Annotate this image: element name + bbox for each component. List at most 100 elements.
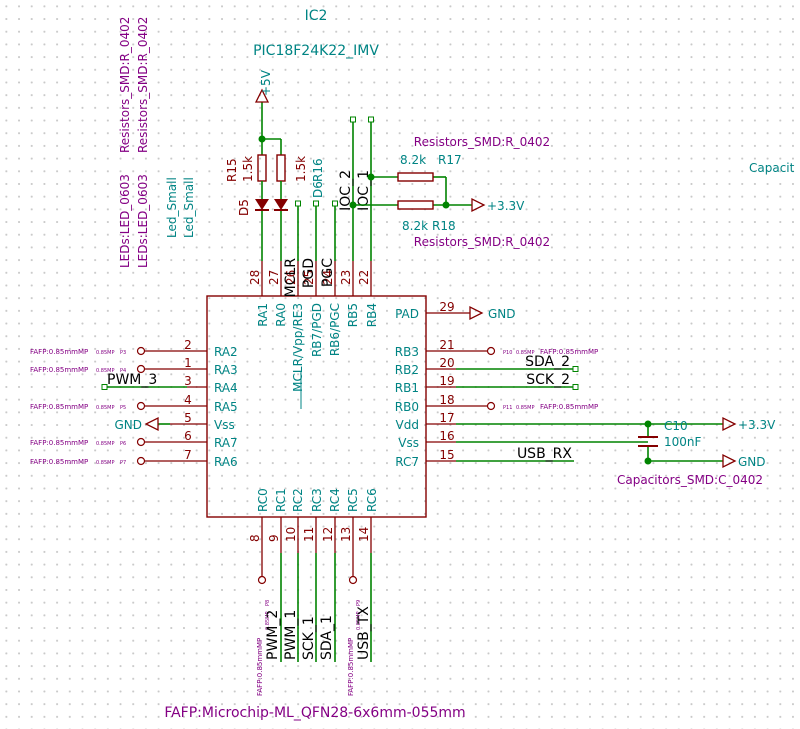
testpoint-footprint: FAFP:0.85mmMP bbox=[30, 403, 88, 411]
d5-led-icon[interactable] bbox=[255, 199, 269, 210]
pin-name: MCLR/Vpp/RE3 bbox=[291, 303, 305, 392]
d6-led-icon[interactable] bbox=[274, 199, 288, 210]
power-symbol-3v3-top bbox=[471, 197, 486, 213]
ic-footprint: FAFP:Microchip-ML_QFN28-6x6mm-055mm bbox=[164, 705, 465, 721]
gnd-label-right: GND bbox=[738, 455, 766, 469]
testpoint-value: 0.85MP bbox=[96, 368, 114, 374]
pin-name: RB5 bbox=[346, 303, 360, 327]
net-label-pwm2[interactable]: PWM_2 bbox=[265, 610, 281, 660]
net-label-pgc[interactable]: PGC bbox=[320, 258, 336, 287]
left-testpoints[interactable] bbox=[136, 346, 146, 466]
pin-name: RB6/PGC bbox=[328, 303, 342, 356]
power-label-5v: +5V bbox=[259, 69, 273, 96]
testpoint-value: 0.85MP bbox=[356, 612, 362, 630]
testpoint-footprint: FAFP:0.85mmMP bbox=[347, 638, 355, 696]
net-label-pwm1[interactable]: PWM_1 bbox=[283, 610, 299, 660]
pin-name: RA2 bbox=[214, 345, 238, 359]
c10-reference: C10 bbox=[664, 419, 688, 433]
r17-reference: R17 bbox=[438, 153, 462, 167]
ic-value: PIC18F24K22_IMV bbox=[253, 43, 379, 59]
junction-dot bbox=[367, 173, 375, 181]
pin-number: 4 bbox=[184, 393, 192, 407]
net-label-mclr[interactable]: MCLR bbox=[283, 258, 299, 298]
d5-reference: D5 bbox=[237, 199, 251, 216]
pin-name: Vdd bbox=[396, 418, 419, 432]
r15-resistor[interactable] bbox=[257, 154, 267, 182]
pin-number: 3 bbox=[184, 374, 192, 388]
pgc-label-anchor bbox=[332, 200, 338, 207]
testpoint-p8[interactable] bbox=[257, 575, 267, 585]
pin-number: 10 bbox=[284, 527, 298, 542]
d6-reference: D6 bbox=[311, 181, 325, 198]
pin-name: RC1 bbox=[274, 488, 288, 512]
resistor-footprint: Resistors_SMD:R_0402 bbox=[136, 17, 150, 153]
pin-number: 25 bbox=[302, 270, 316, 285]
net-label-ioc2[interactable]: IOC_2 bbox=[338, 170, 354, 211]
pin-number: 11 bbox=[302, 527, 316, 542]
r17-value: 8.2k bbox=[400, 153, 426, 167]
gnd-label-pad: GND bbox=[488, 307, 516, 321]
pin-name: RB2 bbox=[395, 363, 419, 377]
pin-number: 19 bbox=[439, 374, 454, 388]
pin-name: RC5 bbox=[346, 488, 360, 512]
testpoint-footprint: FAFP:0.85mmMP bbox=[540, 348, 598, 356]
pin-number: 13 bbox=[339, 527, 353, 542]
pin-name: RA7 bbox=[214, 436, 238, 450]
testpoint-ref: P9 bbox=[356, 600, 362, 606]
testpoint-value: 0.85MP bbox=[265, 612, 271, 630]
net-label-sck2[interactable]: SCK_2 bbox=[526, 372, 570, 388]
net-label-usb-tx[interactable]: USB_TX bbox=[356, 606, 372, 660]
pin-number: 22 bbox=[357, 270, 371, 285]
net-label-pwm3[interactable]: PWM_3 bbox=[107, 372, 157, 388]
pin-name: RA6 bbox=[214, 455, 238, 469]
pin-number: 18 bbox=[439, 393, 454, 407]
ioc1-label-anchor bbox=[368, 116, 374, 123]
pin-name: RC2 bbox=[291, 488, 305, 512]
pin-name: RC6 bbox=[365, 488, 379, 512]
right-pins bbox=[426, 312, 487, 462]
pin-name: RA5 bbox=[214, 400, 238, 414]
led-footprint: LEDs:LED_0603 bbox=[118, 174, 132, 268]
pin-name: PAD bbox=[395, 307, 419, 321]
pin-number: 29 bbox=[439, 300, 454, 314]
pin-number: 2 bbox=[184, 338, 192, 352]
r18-resistor[interactable] bbox=[397, 200, 434, 210]
testpoint-footprint: FAFP:0.85mmMP bbox=[30, 458, 88, 466]
net-label-sck1[interactable]: SCK_1 bbox=[301, 616, 317, 660]
power-symbol-3v3 bbox=[722, 416, 737, 432]
net-label-pgd[interactable]: PGD bbox=[301, 258, 317, 288]
pin-number: 21 bbox=[439, 338, 454, 352]
r18-footprint: Resistors_SMD:R_0402 bbox=[414, 235, 550, 249]
net-label-usb-rx[interactable]: USB_RX bbox=[517, 446, 572, 462]
pin-number: 27 bbox=[267, 270, 281, 285]
net-label-ioc1[interactable]: IOC_1 bbox=[356, 170, 372, 211]
pin-name: RC0 bbox=[256, 488, 270, 512]
r17-resistor[interactable] bbox=[397, 172, 434, 182]
testpoint-ref: P5 bbox=[120, 405, 126, 411]
testpoint-p10[interactable] bbox=[486, 346, 496, 356]
testpoint-footprint: FAFP:0.85mmMP bbox=[30, 348, 88, 356]
testpoint-footprint: FAFP:0.85mmMP bbox=[256, 638, 264, 696]
pin-number: 23 bbox=[339, 270, 353, 285]
testpoint-p9[interactable] bbox=[348, 575, 358, 585]
led-value: Led_Small bbox=[165, 177, 179, 238]
net-label-sda1[interactable]: SDA_1 bbox=[319, 615, 335, 660]
power-label-3v3: +3.3V bbox=[738, 418, 776, 432]
r16-resistor[interactable] bbox=[276, 154, 286, 182]
pin-number: 12 bbox=[321, 527, 335, 542]
pin-name: RC4 bbox=[328, 488, 342, 512]
testpoint-p11[interactable] bbox=[486, 401, 496, 411]
testpoint-value: 0.85MP bbox=[516, 405, 534, 411]
pin-number: 14 bbox=[357, 527, 371, 542]
ioc2-label-anchor bbox=[350, 116, 356, 123]
junction-dot bbox=[349, 201, 357, 209]
junction-dot bbox=[644, 457, 652, 465]
pin-number: 7 bbox=[184, 448, 192, 462]
gnd-symbol-pad bbox=[469, 305, 484, 321]
pwm3-label-anchor bbox=[101, 384, 108, 390]
junction-dot bbox=[258, 135, 266, 143]
net-label-sda2[interactable]: SDA_2 bbox=[525, 354, 570, 370]
testpoint-value: 0.85MP bbox=[516, 350, 534, 356]
c10-footprint: Capacitors_SMD:C_0402 bbox=[617, 473, 763, 487]
